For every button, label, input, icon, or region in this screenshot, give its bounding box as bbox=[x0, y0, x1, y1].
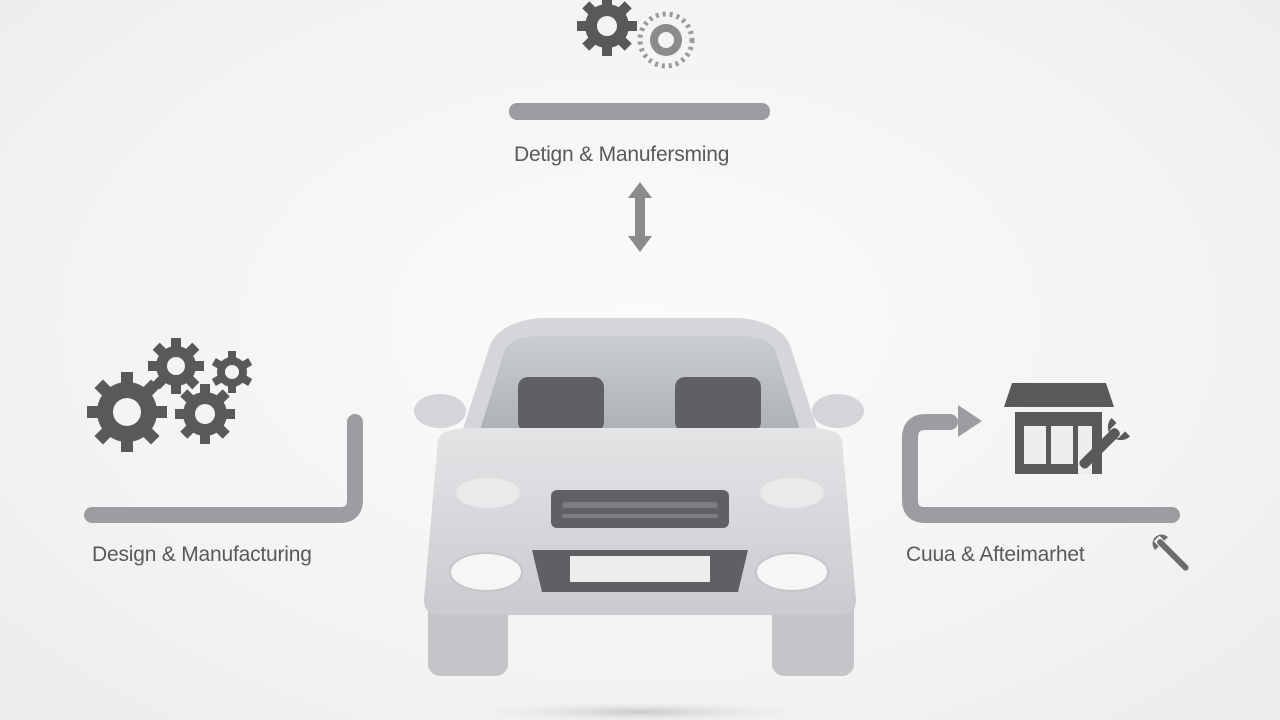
left-connector-line bbox=[84, 414, 363, 523]
right-arrowhead-icon bbox=[958, 405, 982, 437]
car-floor-shadow bbox=[450, 700, 830, 720]
top-connector-bar bbox=[509, 103, 770, 120]
store-icon bbox=[1004, 383, 1114, 474]
top-gears-icon bbox=[577, 0, 695, 69]
left-gears-icon bbox=[87, 338, 253, 452]
right-stage-label: Cuua & Afteimarhet bbox=[906, 543, 1085, 566]
right-connector-line bbox=[902, 414, 1180, 523]
double-arrow-icon bbox=[628, 182, 652, 252]
left-stage-label: Design & Manufacturing bbox=[92, 543, 312, 566]
car-illustration bbox=[414, 318, 864, 676]
small-wrench-icon bbox=[1152, 534, 1189, 571]
top-stage-label: Detign & Manufersming bbox=[514, 143, 730, 166]
wrench-icon bbox=[1079, 417, 1131, 469]
